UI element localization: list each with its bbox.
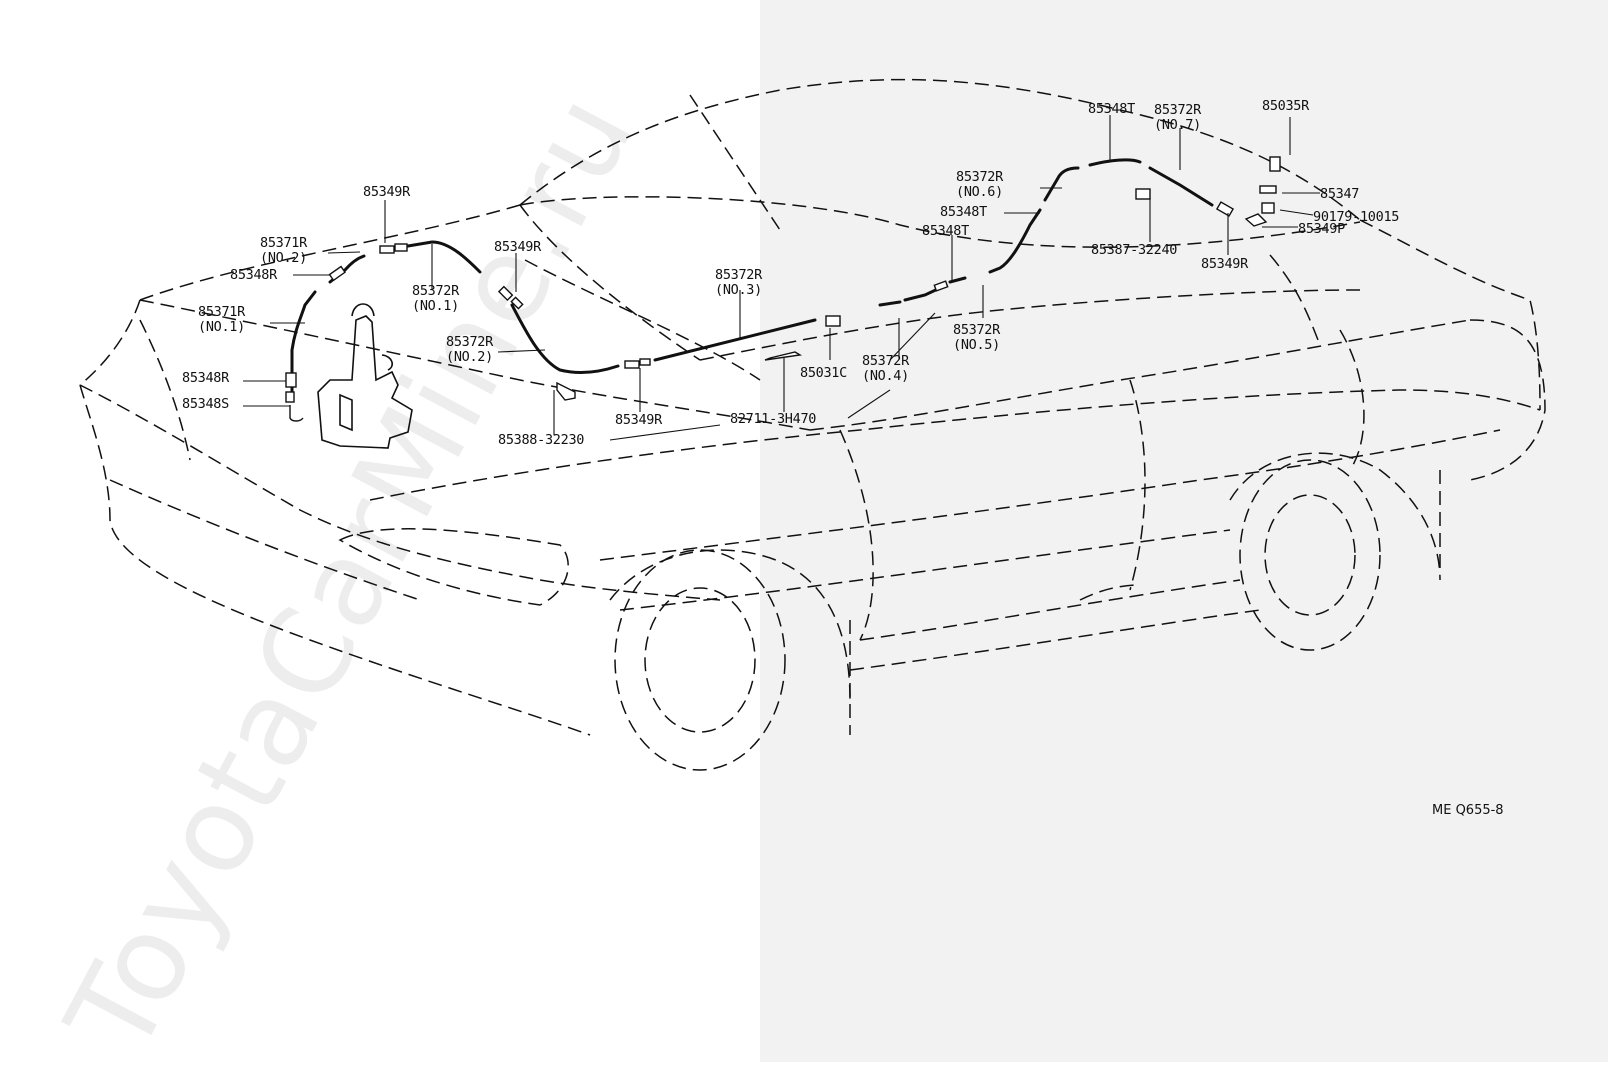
label-85372R-no1: 85372R (NO.1) bbox=[412, 284, 459, 314]
label-85371R-no1-sub: (NO.1) bbox=[198, 319, 245, 335]
label-85349R-mid: 85349R bbox=[494, 239, 541, 255]
label-85348T-top: 85348T bbox=[1088, 101, 1135, 117]
label-85348R-b: 85348R bbox=[182, 370, 229, 386]
label-82711-3H470: 82711-3H470 bbox=[730, 411, 817, 427]
label-85372R-no1-part: 85372R bbox=[412, 283, 459, 299]
label-85372R-no2-sub: (NO.2) bbox=[446, 349, 493, 365]
label-85348S: 85348S bbox=[182, 396, 229, 412]
label-85371R-no2: 85371R (NO.2) bbox=[260, 236, 307, 266]
label-85372R-no5-sub: (NO.5) bbox=[953, 337, 1000, 353]
label-85372R-no2: 85372R (NO.2) bbox=[446, 335, 493, 365]
label-85372R-no3: 85372R (NO.3) bbox=[715, 268, 762, 298]
label-85035R: 85035R bbox=[1262, 98, 1309, 114]
label-85372R-no2-part: 85372R bbox=[446, 334, 493, 350]
label-85371R-no1-part: 85371R bbox=[198, 304, 245, 320]
diagram-code: ME Q655-8 bbox=[1432, 803, 1504, 818]
label-85347: 85347 bbox=[1320, 186, 1360, 202]
right-background bbox=[760, 0, 1608, 1062]
connectors bbox=[285, 156, 1281, 422]
label-85349R-low: 85349R bbox=[615, 412, 662, 428]
label-85372R-no7-part: 85372R bbox=[1154, 102, 1201, 118]
label-85372R-no3-sub: (NO.3) bbox=[715, 282, 762, 298]
washer-tank bbox=[317, 303, 413, 449]
label-85349R-top: 85349R bbox=[363, 184, 410, 200]
label-85348T-b: 85348T bbox=[940, 204, 987, 220]
label-85388-32230: 85388-32230 bbox=[498, 432, 585, 448]
car-body-outline bbox=[79, 78, 1546, 771]
leader-lines bbox=[243, 115, 1320, 441]
label-85372R-no6-part: 85372R bbox=[956, 169, 1003, 185]
label-85349R-right: 85349R bbox=[1201, 256, 1248, 272]
label-85372R-no6-sub: (NO.6) bbox=[956, 184, 1003, 200]
label-85372R-no7-sub: (NO.7) bbox=[1154, 117, 1201, 133]
label-85348R-a: 85348R bbox=[230, 267, 277, 283]
label-85372R-no4-part: 85372R bbox=[862, 353, 909, 369]
label-85372R-no6: 85372R (NO.6) bbox=[956, 170, 1003, 200]
label-85371R-no2-part: 85371R bbox=[260, 235, 307, 251]
label-85031C: 85031C bbox=[800, 365, 847, 381]
label-90179-10015: 90179-10015 bbox=[1313, 209, 1400, 225]
label-85371R-no2-sub: (NO.2) bbox=[260, 250, 307, 266]
washer-hoses bbox=[290, 158, 1214, 397]
label-85372R-no7: 85372R (NO.7) bbox=[1154, 103, 1201, 133]
label-85372R-no4-sub: (NO.4) bbox=[862, 368, 909, 384]
label-85372R-no1-sub: (NO.1) bbox=[412, 298, 459, 314]
label-85372R-no4: 85372R (NO.4) bbox=[862, 354, 909, 384]
label-85349P: 85349P bbox=[1298, 221, 1345, 237]
left-background bbox=[0, 0, 760, 1062]
label-85387-32240: 85387-32240 bbox=[1091, 242, 1178, 258]
label-85372R-no5: 85372R (NO.5) bbox=[953, 323, 1000, 353]
label-85372R-no5-part: 85372R bbox=[953, 322, 1000, 338]
label-85371R-no1: 85371R (NO.1) bbox=[198, 305, 245, 335]
label-85348T-a: 85348T bbox=[922, 223, 969, 239]
label-85372R-no3-part: 85372R bbox=[715, 267, 762, 283]
